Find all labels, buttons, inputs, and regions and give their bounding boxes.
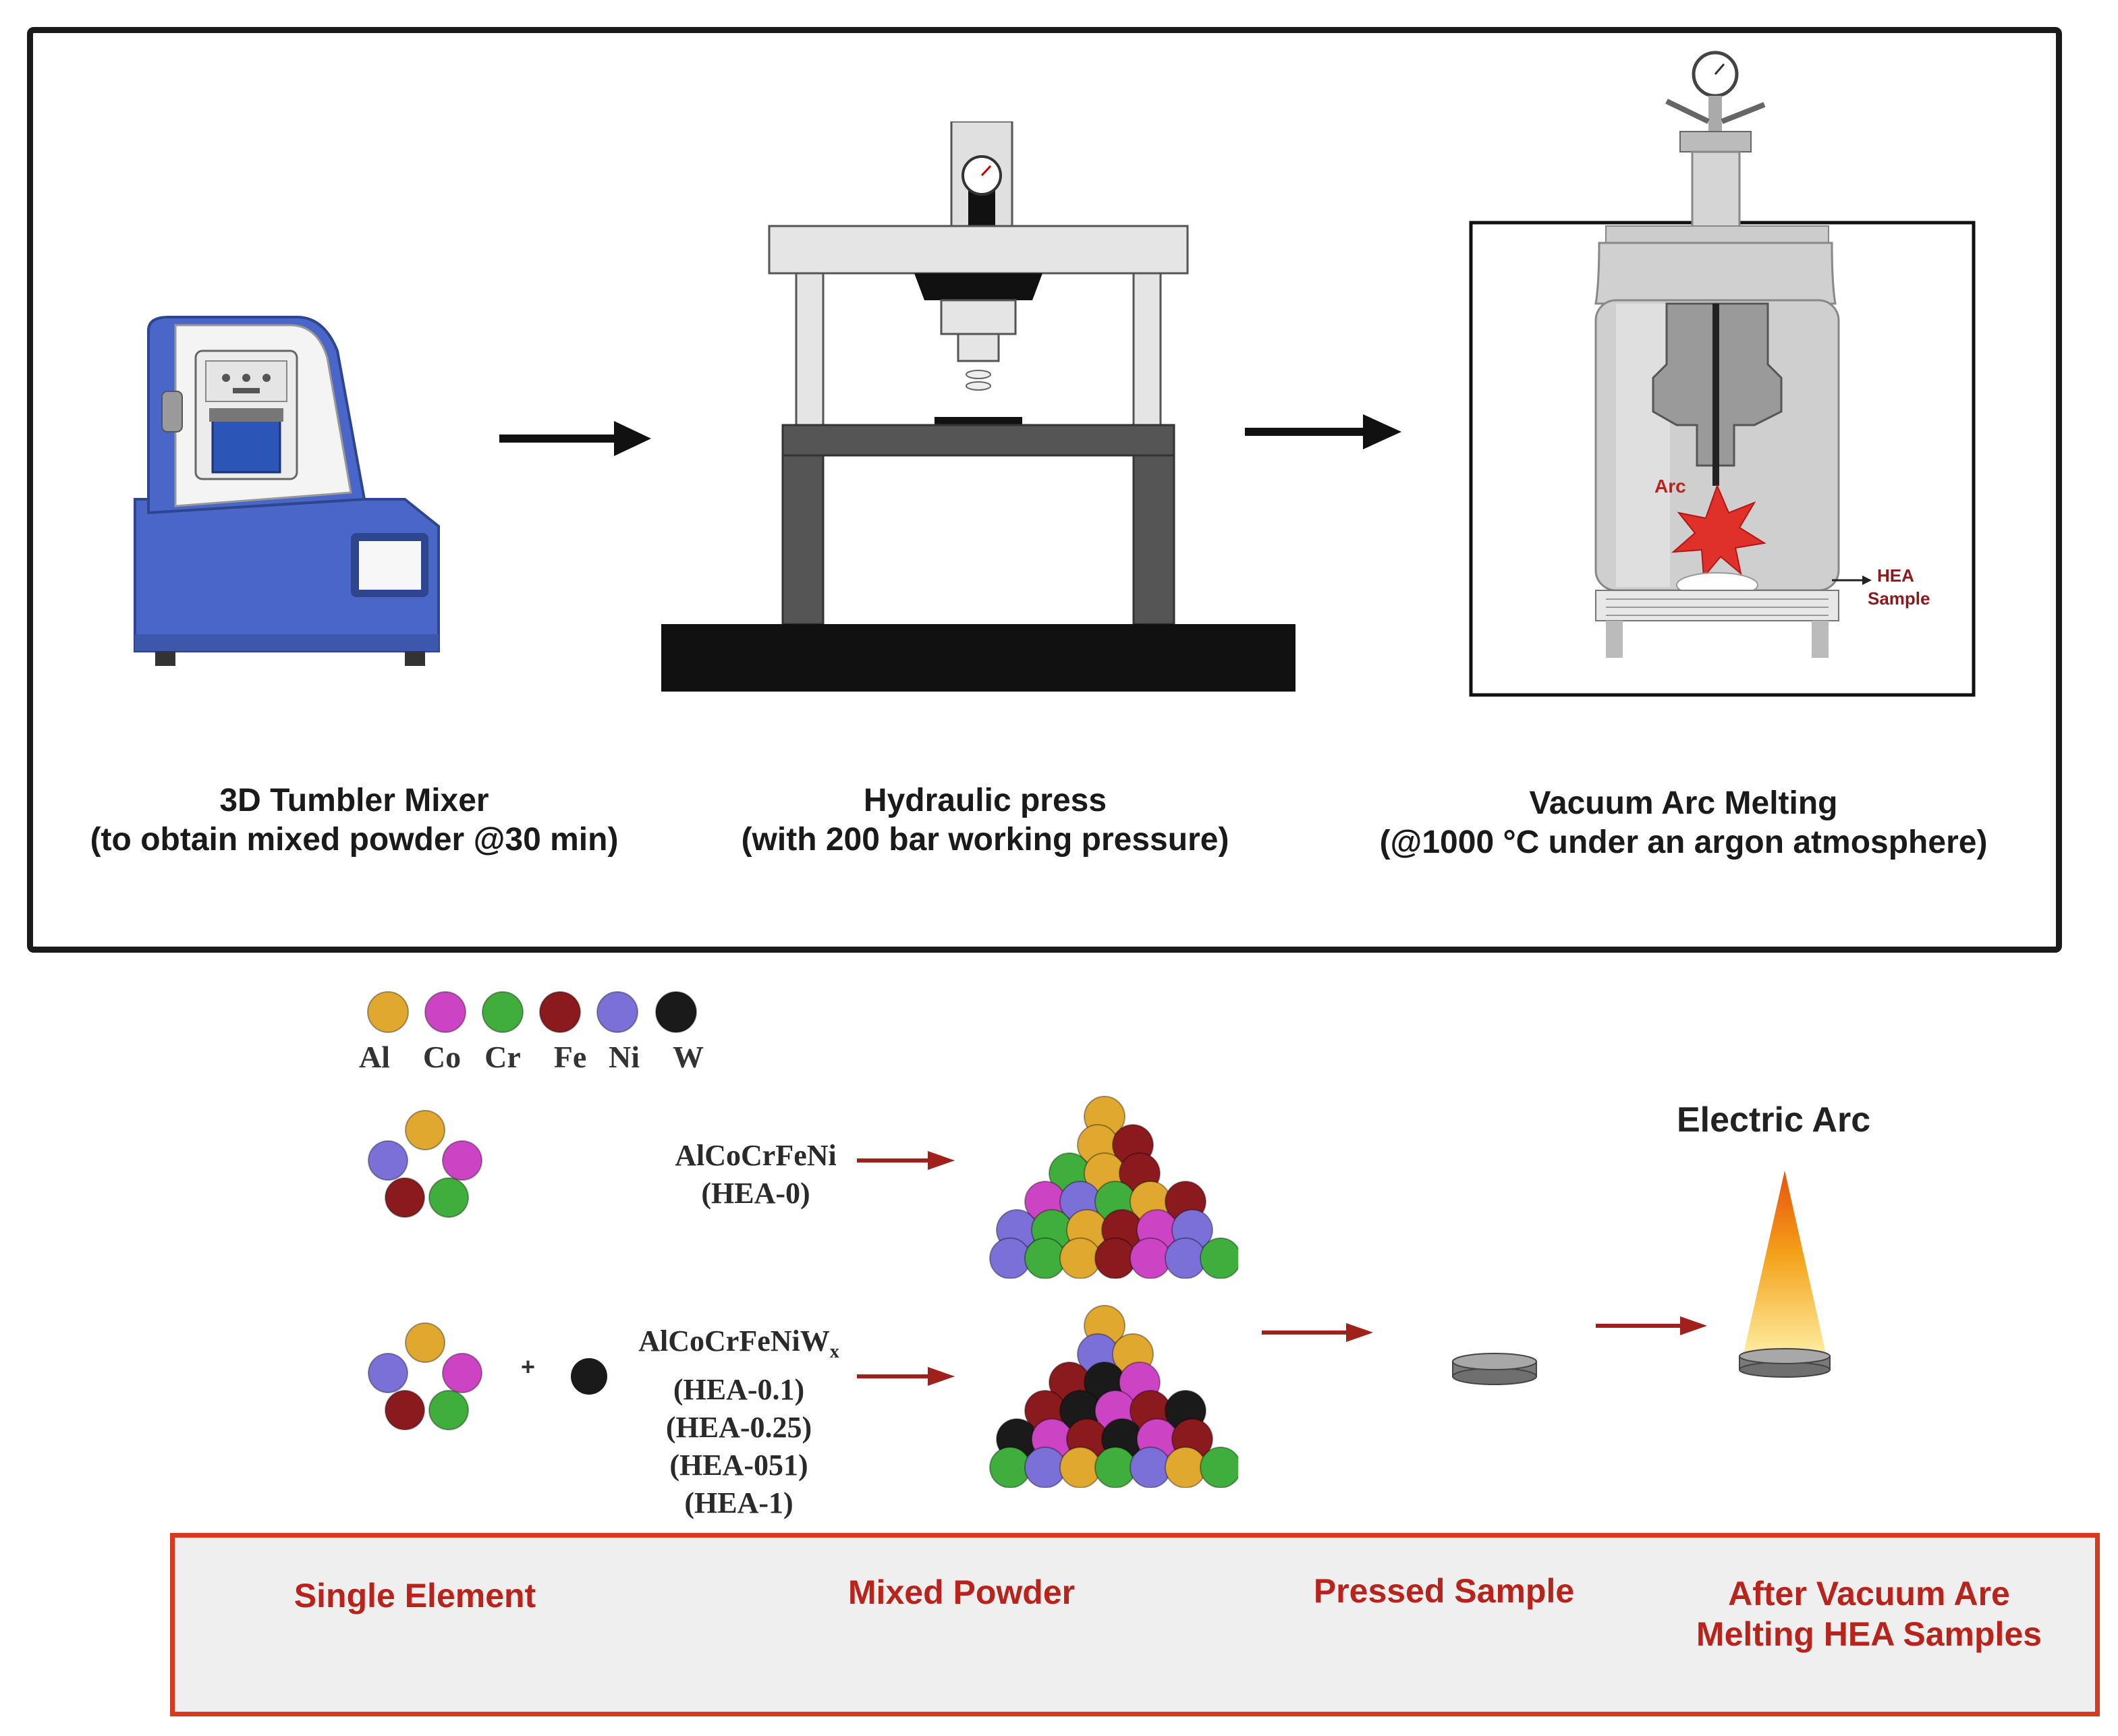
powder-particle [1200,1237,1238,1279]
element-particle [405,1110,445,1150]
step-detail: (to obtain mixed powder @30 min) [90,822,619,858]
stage-label-mixed-powder: Mixed Powder [847,1573,1076,1611]
element-particle [442,1353,482,1393]
formula-code: (HEA-051) [669,1448,808,1482]
process-equipment-panel [27,27,2062,953]
element-label-al: Al [359,1040,390,1074]
stage-label-pressed-sample: Pressed Sample [1313,1572,1575,1610]
vacuum-arc-furnace-illustration: Arc HEA Sample [1469,51,1976,697]
element-dot-ni [596,991,638,1033]
step-label-furnace: Vacuum Arc Melting (@1000 °C under an ar… [1309,784,2058,862]
element-label-co: Co [422,1040,462,1074]
step-title: Vacuum Arc Melting [1529,785,1838,821]
element-particle [428,1177,469,1218]
plus-sign: + [521,1353,536,1380]
arrow-base-to-powder [857,1151,955,1170]
element-particle [428,1390,469,1430]
element-particle [368,1353,408,1393]
formula-tungsten: AlCoCrFeNiWx (HEA-0.1) (HEA-0.25) (HEA-0… [614,1322,864,1522]
step-detail: (@1000 °C under an argon atmosphere) [1379,824,1988,860]
hea-sample-label-line1: HEA [1877,565,1914,586]
element-label-cr: Cr [484,1040,521,1074]
powder-particle [1200,1447,1238,1488]
element-particle [442,1140,482,1181]
arc-label: Arc [1654,476,1686,497]
step-detail: (with 200 bar working pressure) [741,822,1229,858]
element-particle [385,1390,425,1430]
electric-arc-cone [1739,1171,1831,1378]
tumbler-mixer-illustration [134,316,440,666]
formula-tungsten-name: AlCoCrFeNiWx [638,1324,839,1362]
hydraulic-press-illustration [661,121,1295,692]
step-label-mixer: 3D Tumbler Mixer (to obtain mixed powder… [27,781,681,860]
hea-sample-label-line2: Sample [1868,588,1930,609]
single-element-group-base [368,1110,482,1218]
pressed-pellet [1452,1353,1537,1385]
formula-code: (HEA-0.25) [665,1410,812,1444]
stage-label-single-element: Single Element [294,1577,536,1615]
element-particle [385,1177,425,1218]
formula-code: (HEA-0.1) [673,1372,805,1406]
element-dot-fe [539,991,581,1033]
element-dot-cr [482,991,524,1033]
element-legend-dots [367,991,697,1033]
stage-label-after-melting: After Vacuum Are Melting HEA Samples [1696,1575,2042,1653]
element-particle [405,1322,445,1363]
formula-base-name: AlCoCrFeNi [675,1139,837,1172]
step-title: Hydraulic press [863,783,1107,818]
electric-arc-label: Electric Arc [1677,1100,1871,1140]
mixed-powder-pile-base [989,1096,1238,1279]
element-label-w: W [673,1040,704,1074]
stage-legend-box [170,1533,2100,1716]
step-title: 3D Tumbler Mixer [219,783,489,818]
element-label-ni: Ni [609,1040,640,1074]
element-dot-al [367,991,409,1033]
formula-base-code: (HEA-0) [701,1177,810,1210]
arrow-tungsten-to-powder [857,1367,955,1386]
step-label-press: Hydraulic press (with 200 bar working pr… [681,781,1289,860]
arrow-powder-to-pressed [1262,1323,1373,1342]
single-element-group-tungsten [368,1322,482,1430]
element-dot-co [424,991,466,1033]
formula-base: AlCoCrFeNi (HEA-0) [648,1137,864,1212]
mixed-powder-pile-tungsten [989,1305,1238,1488]
arrow-press-to-furnace [1245,414,1401,449]
arrow-mixer-to-press [499,421,651,456]
element-label-fe: Fe [553,1040,587,1074]
formula-code: (HEA-1) [684,1486,793,1519]
arrow-pressed-to-melted [1596,1316,1707,1335]
element-particle [368,1140,408,1181]
element-dot-w [655,991,697,1033]
tungsten-particle [571,1358,607,1395]
